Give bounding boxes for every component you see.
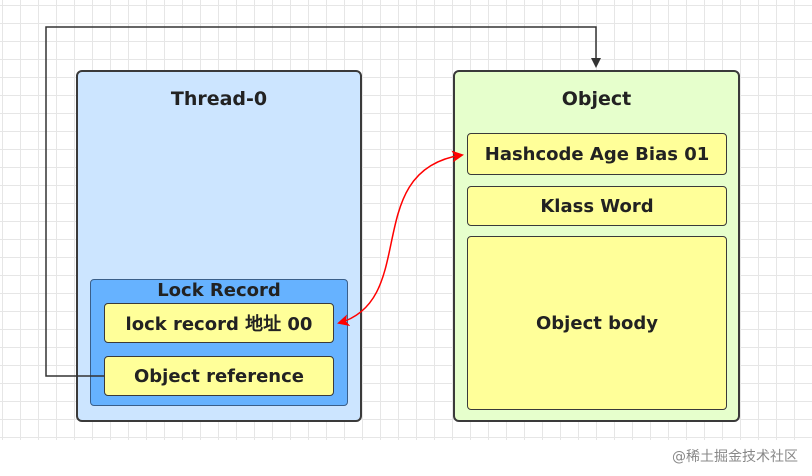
klass-word-field: Klass Word xyxy=(467,186,727,226)
object-reference-field: Object reference xyxy=(104,356,334,396)
thread-title: Thread-0 xyxy=(170,88,268,110)
object-title: Object xyxy=(561,88,632,110)
mark-word-field: Hashcode Age Bias 01 xyxy=(467,133,727,175)
watermark: @稀土掘金技术社区 xyxy=(672,449,798,465)
lock-record-title: Lock Record xyxy=(157,280,281,301)
lock-record-address-field: lock record 地址 00 xyxy=(104,303,334,343)
object-body-field: Object body xyxy=(467,236,727,410)
